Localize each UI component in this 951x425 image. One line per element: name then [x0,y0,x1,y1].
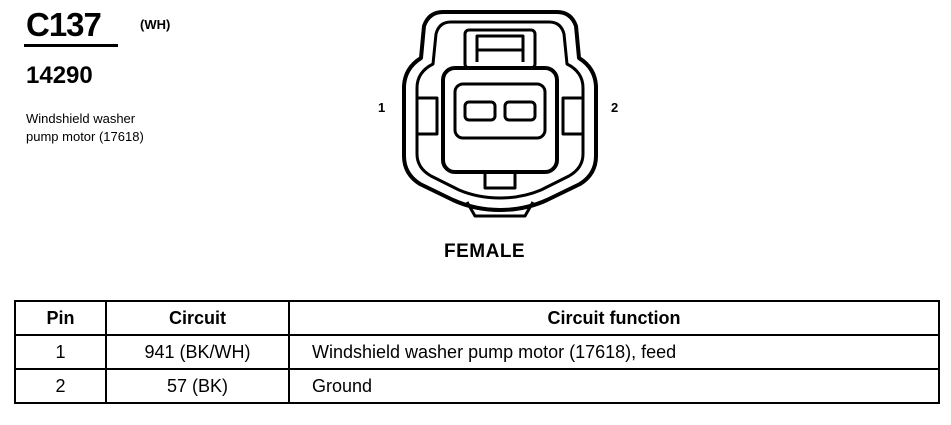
pin-1-terminal [463,100,497,122]
right-side-key [561,96,583,136]
connector-inner-outline [415,20,585,200]
pin-2-terminal [503,100,537,122]
terminal-housing [441,66,559,174]
cell-circuit: 941 (BK/WH) [105,334,290,370]
locking-tab-inner [475,34,525,52]
header-circuit-function: Circuit function [288,300,940,336]
connector-description: Windshield washer pump motor (17618) [26,110,226,146]
cell-circuit-function: Ground [288,368,940,404]
pin-circuit-table: Pin Circuit Circuit function 1 941 (BK/W… [14,300,940,404]
connector-id-underline [24,44,118,47]
connector-bottom-lip [465,201,535,218]
cell-circuit: 57 (BK) [105,368,290,404]
connector-face-diagram [402,10,598,218]
bottom-keyway [483,172,517,190]
cell-circuit-function: Windshield washer pump motor (17618), fe… [288,334,940,370]
table-row: 1 941 (BK/WH) Windshield washer pump mot… [14,334,940,370]
table-header-row: Pin Circuit Circuit function [14,300,940,336]
cell-pin: 1 [14,334,107,370]
cell-pin: 2 [14,368,107,404]
connector-color-code: (WH) [140,17,171,32]
left-side-key [417,96,439,136]
pin-1-label: 1 [378,100,386,115]
table-row: 2 57 (BK) Ground [14,368,940,404]
connector-id: C137 [26,6,102,43]
connector-outer-housing [402,10,598,212]
locking-tab-ridge [475,50,525,62]
header-pin: Pin [14,300,107,336]
part-number: 14290 [26,62,93,89]
connector-gender-label: FEMALE [444,241,526,262]
header-circuit: Circuit [105,300,290,336]
terminal-window [453,82,547,140]
pin-2-label: 2 [611,100,619,115]
description-line-1: Windshield washer [26,111,136,126]
description-line-2: pump motor (17618) [26,129,144,144]
